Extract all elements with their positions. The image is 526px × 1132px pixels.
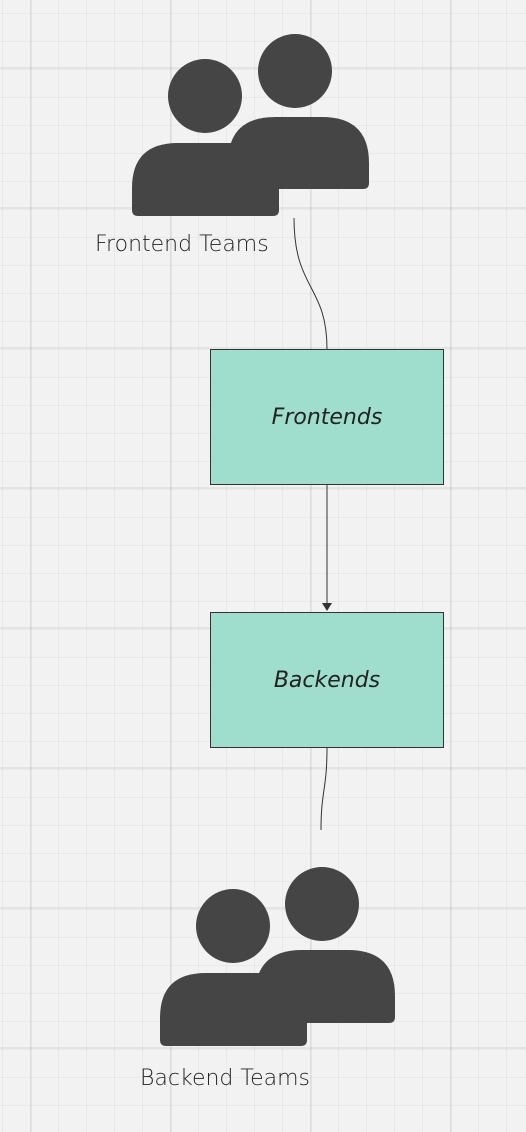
person-head-icon bbox=[285, 867, 359, 941]
person-body-icon bbox=[132, 143, 279, 216]
person-head-icon bbox=[196, 889, 270, 963]
node-backends[interactable]: Backends bbox=[210, 612, 444, 748]
edge-backends-to-backend-teams bbox=[320, 747, 328, 831]
person-head-icon bbox=[168, 59, 242, 133]
people-icon bbox=[132, 34, 369, 216]
node-backends-label: Backends bbox=[273, 667, 381, 693]
person-head-icon bbox=[258, 34, 332, 108]
node-frontends-label: Frontends bbox=[271, 404, 383, 430]
edge-frontend-teams-to-frontends bbox=[293, 217, 328, 350]
frontend-teams-label: Frontend Teams bbox=[95, 232, 269, 257]
person-body-icon bbox=[160, 973, 307, 1046]
people-icon bbox=[160, 867, 395, 1046]
node-frontends[interactable]: Frontends bbox=[210, 349, 444, 485]
backend-teams-label: Backend Teams bbox=[140, 1066, 310, 1091]
